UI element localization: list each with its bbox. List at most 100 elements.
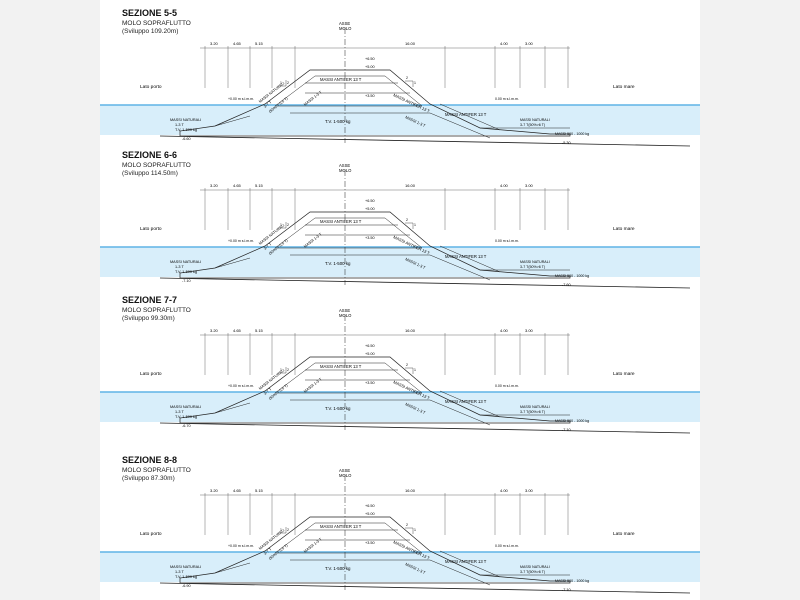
port-armour: [214, 115, 251, 127]
crown-wall: [274, 362, 423, 394]
dimension-ticks: [204, 46, 569, 88]
level-right-mean: 0.00 m s.l.m.m.: [495, 384, 519, 388]
side-sea-label: Lato mare: [613, 226, 635, 232]
slope-indicator-left: 1 2: [278, 80, 289, 87]
seabed-right-level: -7.60: [562, 283, 571, 287]
slope-indicator-right: 2 1: [405, 76, 416, 87]
axis-label: ASSE: [339, 163, 350, 168]
level-crest: +5.00: [365, 512, 375, 516]
section-drawing: 3.20 4.65 5.15 16.00 4.00 3.00 ASSE MOLO…: [100, 468, 700, 594]
breakwater-outline: [179, 356, 571, 424]
axis-label: MOLO: [339, 168, 352, 173]
toe-left-label: MASSI NATURALI: [170, 405, 201, 409]
rocks-label: MASSI 1-3 T: [303, 377, 323, 394]
dimension-ticks: [204, 188, 569, 230]
level-crest: +5.00: [365, 65, 375, 69]
toe-left-core: T.V. 1-500 kg: [175, 415, 197, 419]
sea-armour-outer: [439, 390, 501, 418]
toe-left-size: 1-3 T: [175, 570, 184, 574]
toe-left-core: T.V. 1-500 kg: [175, 270, 197, 274]
slope-indicator-right: 2 1: [405, 523, 416, 534]
dim-label: 16.00: [405, 41, 416, 46]
seabed-left-level: -6.90: [182, 584, 191, 588]
breakwater-outline: [179, 69, 571, 137]
filter-label: MASSI 500 - 1000 kg: [555, 132, 589, 136]
dim-label: 5.15: [255, 328, 264, 333]
armour-label-3: MASSI ANTIFER 13 T: [445, 559, 487, 564]
dim-label: 3.20: [210, 183, 219, 188]
slope-indicator-right: 2 1: [405, 218, 416, 229]
armour-label: MASSI ANTIFER 13 T: [320, 219, 362, 224]
svg-text:2: 2: [406, 523, 408, 527]
seabed-right-level: -5.30: [562, 141, 571, 145]
level-right-mean: 0.00 m s.l.m.m.: [495, 544, 519, 548]
axis-label: ASSE: [339, 21, 350, 26]
svg-text:1: 1: [414, 223, 416, 227]
side-sea-label: Lato mare: [613, 84, 635, 90]
toe-right-size: 3-7 T(50%>6 T): [520, 123, 545, 127]
core-label: T.V. 1-500 kg: [325, 566, 351, 571]
section-subtitle: MOLO SOPRAFLUTTO: [122, 162, 191, 169]
core-label: T.V. 1-500 kg: [325, 261, 351, 266]
level-top: +6.50: [365, 199, 375, 203]
seabed-right-level: -7.10: [562, 588, 571, 592]
dimension-ticks: [204, 333, 569, 375]
svg-text:1: 1: [280, 528, 282, 532]
toe-left-size: 1-3 T: [175, 410, 184, 414]
toe-left-label: MASSI NATURALI: [170, 118, 201, 122]
core-label: T.V. 1-500 kg: [325, 119, 351, 124]
side-port-label: Lato porto: [140, 371, 162, 377]
section-drawing: 3.20 4.65 5.15 16.00 4.00 3.00 ASSE MOLO…: [100, 163, 700, 289]
toe-right-size: 3-7 T(50%>6 T): [520, 570, 545, 574]
level-top: +6.50: [365, 344, 375, 348]
level-right-mean: 0.00 m s.l.m.m.: [495, 97, 519, 101]
cross-section-1: SEZIONE 5-5 MOLO SOPRAFLUTTO (Sviluppo 1…: [100, 8, 700, 148]
sea-armour-outer: [439, 103, 501, 131]
dim-label: 3.00: [525, 41, 534, 46]
dim-label: 16.00: [405, 488, 416, 493]
level-crest: +5.00: [365, 207, 375, 211]
svg-text:1: 1: [414, 81, 416, 85]
toe-right-label: MASSI NATURALI: [520, 405, 550, 409]
dim-label: 3.00: [525, 328, 534, 333]
slope-indicator-left: 1 2: [278, 527, 289, 534]
dim-label: 4.65: [233, 328, 242, 333]
cross-section-2: SEZIONE 6-6 MOLO SOPRAFLUTTO (Sviluppo 1…: [100, 150, 700, 290]
dimension-ticks: [204, 493, 569, 535]
sea-armour-outer: [439, 245, 501, 273]
port-armour: [214, 402, 251, 414]
sea-armour-outer: [439, 550, 501, 578]
level-top: +6.50: [365, 57, 375, 61]
level-road: +3.50: [365, 94, 375, 98]
port-armour: [214, 562, 251, 574]
svg-text:1: 1: [414, 528, 416, 532]
seabed-line: [159, 422, 691, 434]
breakwater-outline: [179, 516, 571, 584]
level-right-mean: 0.00 m s.l.m.m.: [495, 239, 519, 243]
axis-label: MOLO: [339, 313, 352, 318]
natural-blocks-size: 3-7 T: [263, 242, 273, 251]
filter-label: MASSI 500 - 1000 kg: [555, 579, 589, 583]
water-body: [100, 105, 700, 135]
cross-section-3: SEZIONE 7-7 MOLO SOPRAFLUTTO (Sviluppo 9…: [100, 295, 700, 435]
section-length: (Sviluppo 87.30m): [122, 475, 175, 482]
sea-armour-inner: [429, 112, 491, 139]
dim-label: 3.20: [210, 488, 219, 493]
sea-armour-inner: [429, 399, 491, 426]
axis-label: MOLO: [339, 473, 352, 478]
sea-armour-inner: [429, 559, 491, 586]
level-road: +3.50: [365, 541, 375, 545]
svg-text:2: 2: [287, 368, 289, 372]
natural-blocks-size: 3-7 T: [263, 387, 273, 396]
slope-indicator-right: 2 1: [405, 363, 416, 374]
side-port-label: Lato porto: [140, 226, 162, 232]
section-title: SEZIONE 8-8: [122, 455, 178, 465]
level-road: +3.50: [365, 381, 375, 385]
toe-left-label: MASSI NATURALI: [170, 260, 201, 264]
seabed-line: [159, 135, 691, 147]
seabed-line: [159, 582, 691, 594]
armour-label-3: MASSI ANTIFER 13 T: [445, 254, 487, 259]
dim-label: 4.65: [233, 488, 242, 493]
rocks-label: MASSI 1-3 T: [303, 232, 323, 249]
natural-blocks-size: 3-7 T: [263, 100, 273, 109]
